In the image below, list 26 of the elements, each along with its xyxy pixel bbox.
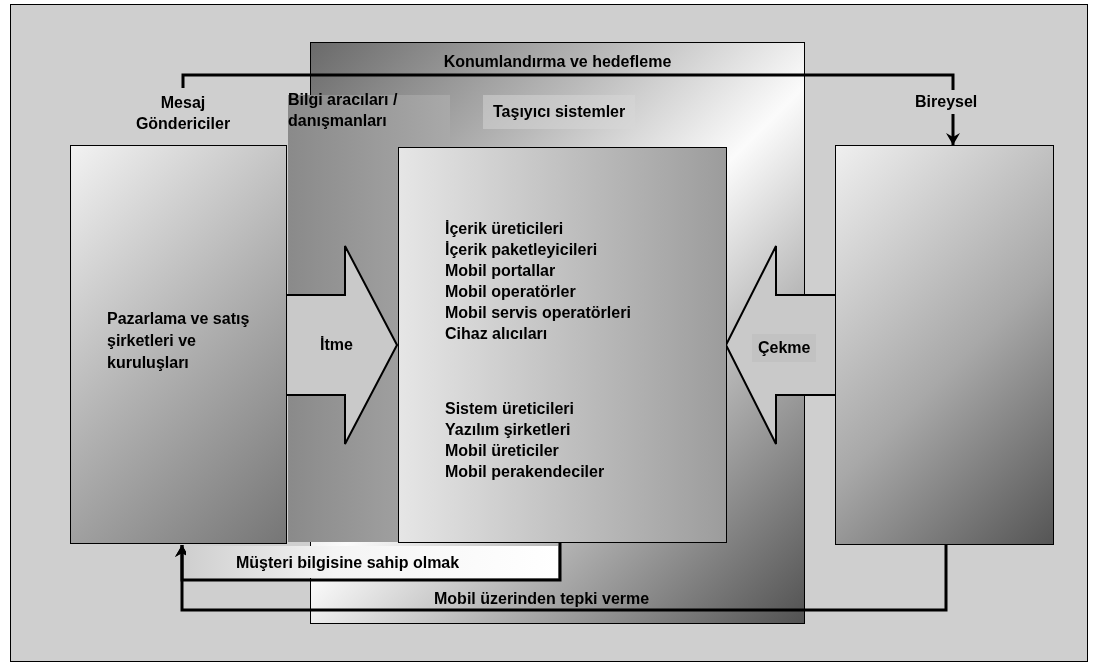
list-item: İçerik paketleyicileri xyxy=(445,240,598,260)
band-label: Bilgi aracıları / danışmanları xyxy=(288,90,399,131)
arrow xyxy=(181,73,960,145)
block-arrow xyxy=(286,245,399,445)
panel-label: Taşıyıcı sistemler xyxy=(483,95,636,129)
edge-label: Müşteri bilgisine sahip olmak xyxy=(186,546,558,578)
edge-label: Çekme xyxy=(752,334,817,362)
list-item: İçerik üreticileri xyxy=(445,219,564,239)
list-item: Mobil üreticiler xyxy=(445,441,559,461)
arrow xyxy=(175,545,948,612)
list-item: Mobil portallar xyxy=(445,261,556,281)
panel-heading: Konumlandırma ve hedefleme xyxy=(442,52,673,72)
box-label: Pazarlama ve satış şirketleri ve kuruluşları xyxy=(107,309,251,373)
actors-box xyxy=(398,147,727,543)
marketing-box xyxy=(70,145,287,544)
list-item: Mobil servis operatörleri xyxy=(445,303,631,323)
list-item: Yazılım şirketleri xyxy=(445,420,571,440)
empty-box xyxy=(835,145,1054,545)
list-item: Sistem üreticileri xyxy=(445,399,574,419)
list-item: Mobil operatörler xyxy=(445,282,576,302)
list-item: Cihaz alıcıları xyxy=(445,324,548,344)
list-item: Mobil perakendeciler xyxy=(445,462,605,482)
edge-label: İtme xyxy=(320,335,353,355)
edge-label: Mobil üzerinden tepki verme xyxy=(433,589,651,609)
group-label: Mesaj Göndericiler xyxy=(128,92,238,136)
edge-label: Bireysel xyxy=(913,90,980,114)
